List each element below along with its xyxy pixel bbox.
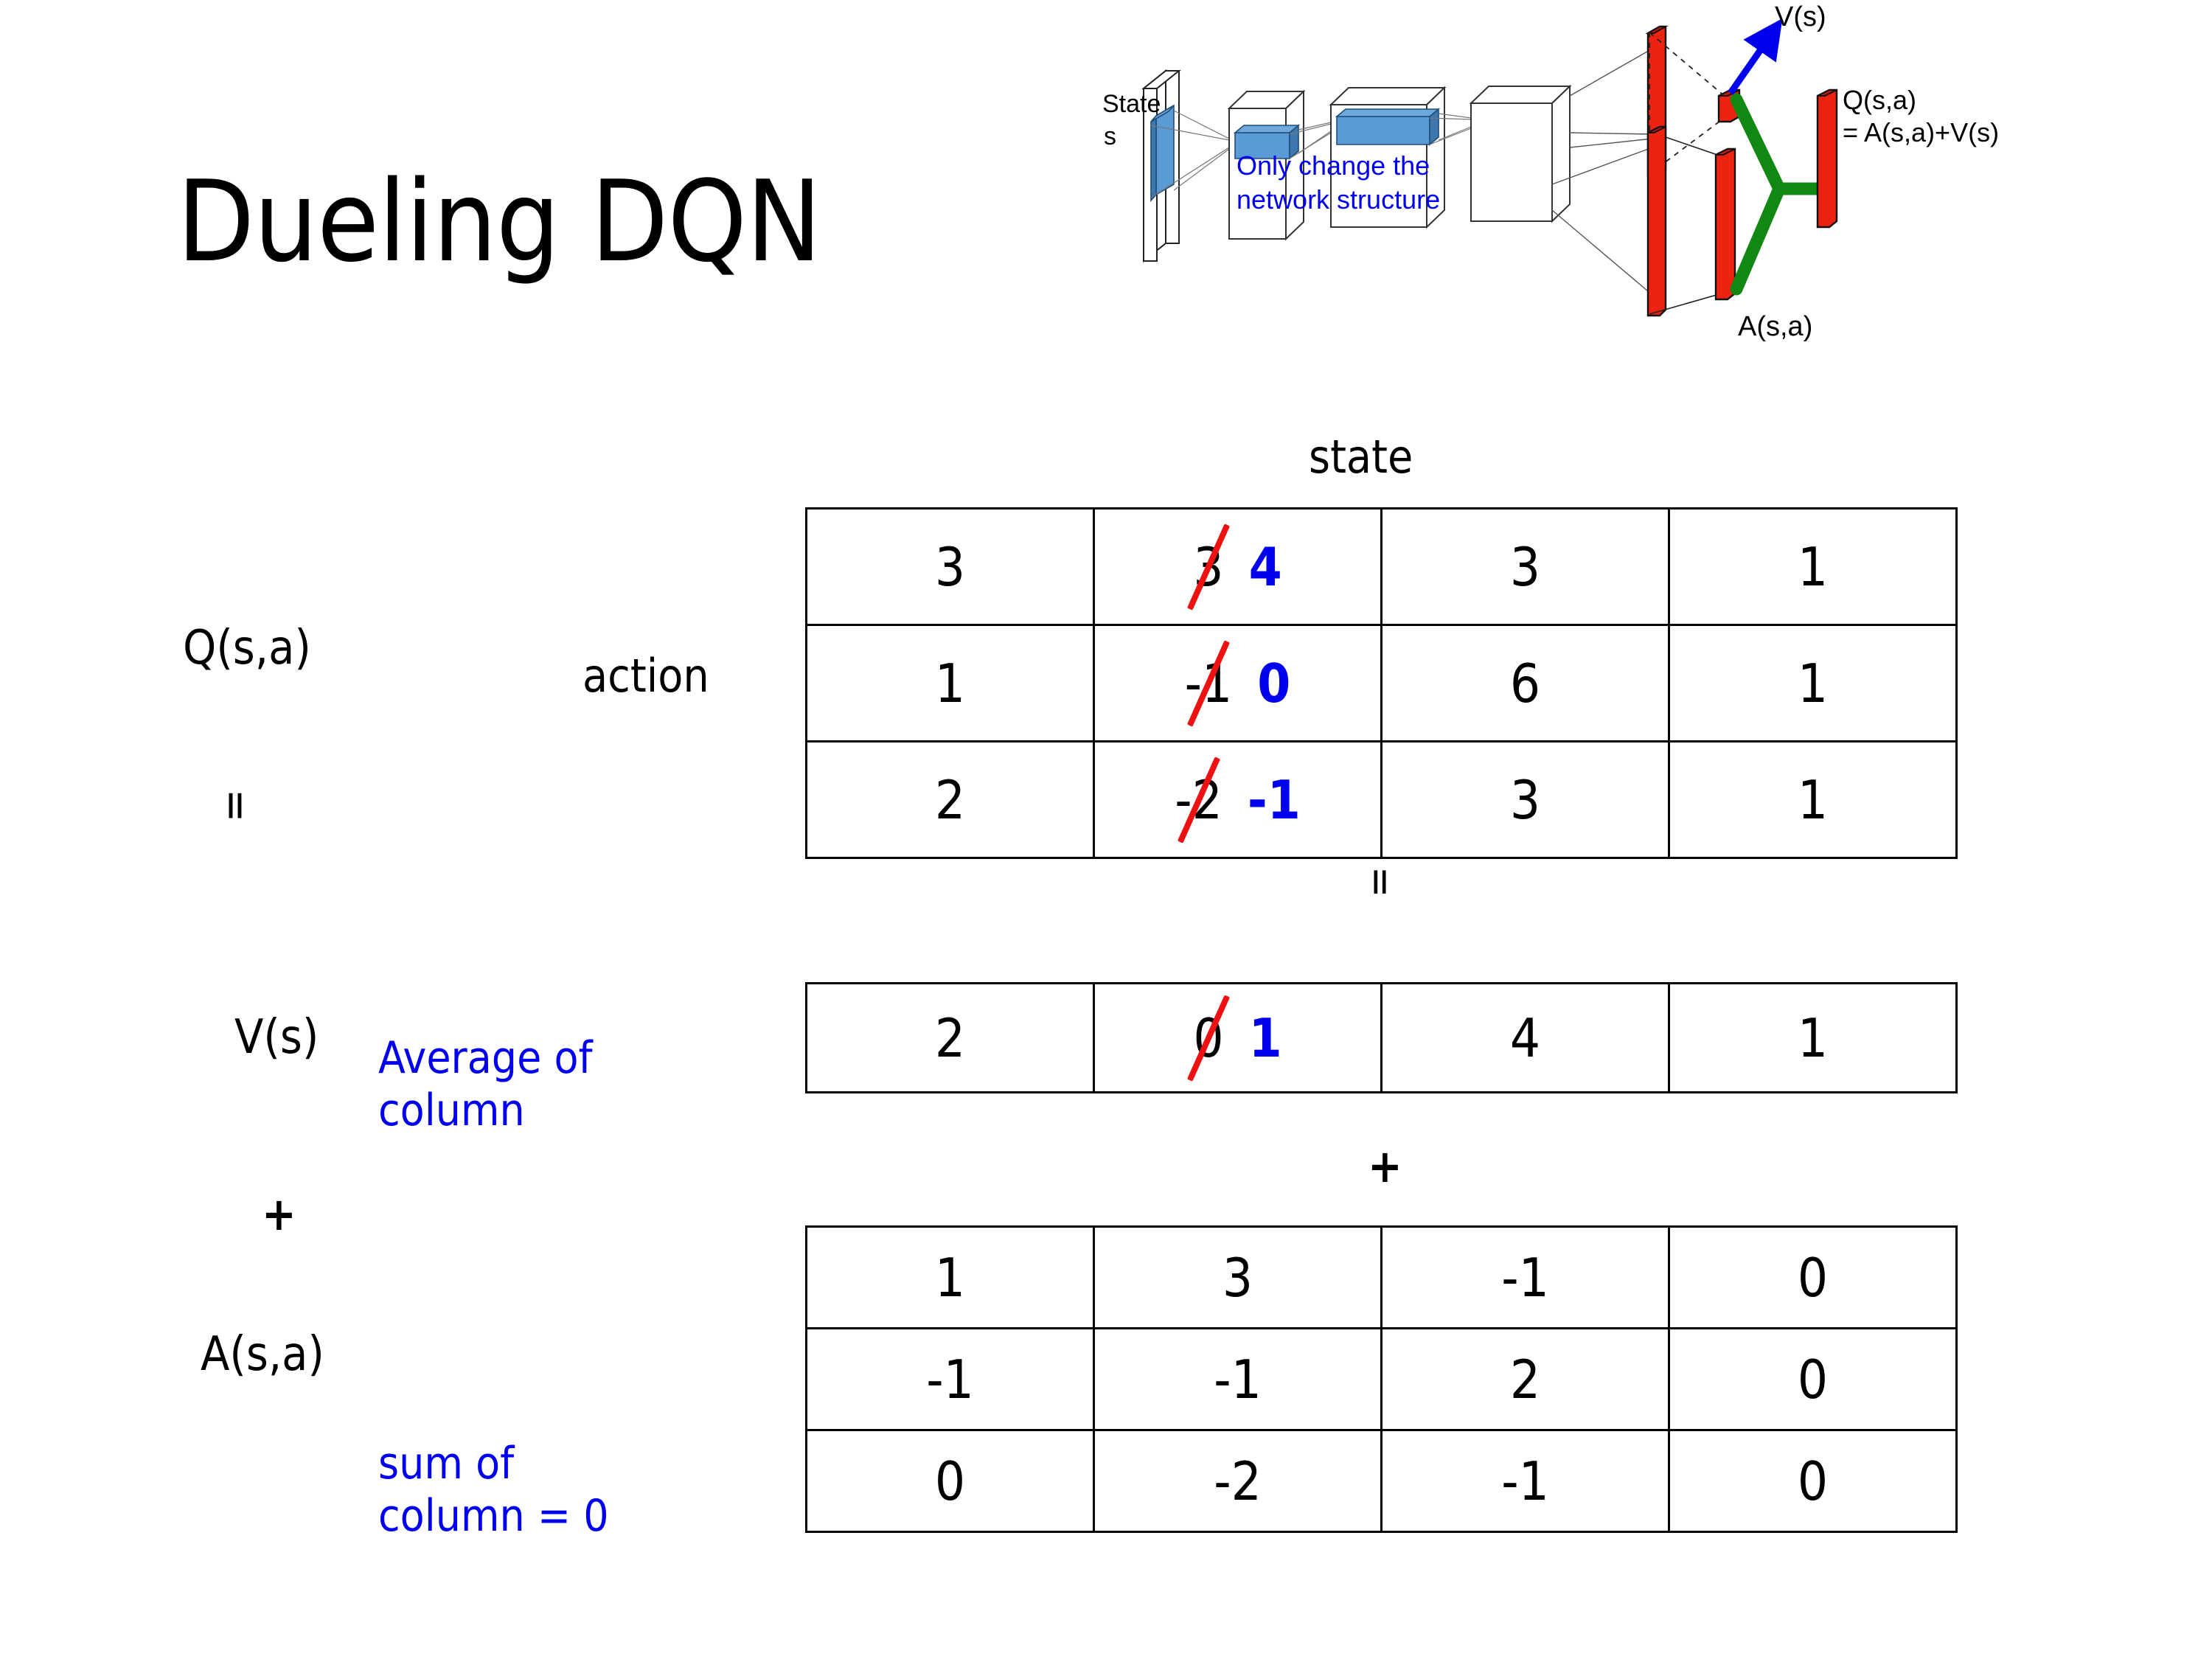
struck-value: -2 — [1175, 756, 1222, 844]
cell-value: 3 — [934, 535, 966, 598]
cell-value: 0 — [934, 1450, 966, 1512]
diagram-a-label: A(s,a) — [1738, 311, 1812, 342]
updated-value: 4 — [1248, 535, 1282, 598]
cell-value: 2 — [1509, 1348, 1541, 1411]
cell-value: -1 — [1501, 1246, 1549, 1309]
strikethrough-mark — [1186, 523, 1231, 611]
table-cell: 3 — [1380, 507, 1670, 626]
cell-value: 4 — [1509, 1006, 1541, 1069]
table-cell: 4 — [1380, 982, 1670, 1093]
sum-note-line2: column = 0 — [378, 1489, 609, 1542]
table-cell: 0 — [805, 1429, 1095, 1533]
equals-operator-left: = — [210, 789, 262, 823]
strikethrough-mark — [1177, 756, 1220, 844]
table-cell: 3 — [1093, 1225, 1382, 1329]
cell-value: 1 — [1797, 535, 1829, 598]
cell-value: 2 — [934, 768, 966, 831]
average-of-column-note: Average of column — [378, 1032, 732, 1137]
action-axis-label: action — [582, 649, 709, 703]
q-function-label: Q(s,a) — [183, 621, 311, 675]
table-cell: -2 -1 — [1093, 740, 1382, 859]
cell-value: 1 — [934, 1246, 966, 1309]
table-cell: 6 — [1380, 624, 1670, 742]
cell-value: 1 — [1797, 768, 1829, 831]
table-cell: 34 — [1093, 507, 1382, 626]
table-cell: -1 — [1093, 1327, 1382, 1431]
page-title: Dueling DQN — [177, 156, 821, 287]
cell-value: 3 — [1509, 535, 1541, 598]
cell-value: 0 — [1797, 1450, 1829, 1512]
strikethrough-mark — [1186, 994, 1231, 1082]
table-row: 33431 — [805, 507, 1958, 626]
table-row: 20141 — [805, 982, 1958, 1093]
cell-value: 6 — [1509, 652, 1541, 714]
equals-operator-center: = — [1357, 866, 1405, 898]
plus-operator-center: + — [1368, 1139, 1402, 1193]
table-cell: 1 — [1668, 507, 1958, 626]
table-cell: 3 — [805, 507, 1095, 626]
cell-value: 0 — [1797, 1348, 1829, 1411]
cell-value: 3 — [1222, 1246, 1253, 1309]
table-cell: -1 — [1380, 1225, 1670, 1329]
diagram-note-line2: network structure — [1237, 184, 1440, 215]
table-cell: -1 — [805, 1327, 1095, 1431]
cell-value: -2 — [1214, 1450, 1262, 1512]
table-cell: 0 — [1668, 1429, 1958, 1533]
v-value-table: 20141 — [805, 982, 1958, 1093]
table-cell: 01 — [1093, 982, 1382, 1093]
avg-note-line1: Average of — [378, 1032, 593, 1084]
a-function-label: A(s,a) — [201, 1327, 324, 1382]
diagram-q-label-line1: Q(s,a) — [1843, 85, 1916, 115]
diagram-state-label-line1: State — [1102, 90, 1161, 118]
table-cell: 2 — [805, 982, 1095, 1093]
state-axis-label: state — [1309, 430, 1413, 484]
table-cell: 0 — [1668, 1327, 1958, 1431]
diagram-v-label: V(s) — [1775, 1, 1826, 32]
avg-note-line2: column — [378, 1084, 525, 1136]
cell-value: 1 — [1797, 652, 1829, 714]
table-cell: 1 — [1668, 740, 1958, 859]
cell-value: 3 — [1509, 768, 1541, 831]
table-row: 2 -2 -1 3 1 — [805, 740, 1958, 859]
table-cell: 1 — [805, 1225, 1095, 1329]
cell-value: -1 — [1501, 1450, 1549, 1512]
cell-value: 0 — [1797, 1246, 1829, 1309]
cell-value: 2 — [934, 1006, 966, 1069]
updated-value: -1 — [1247, 768, 1301, 831]
table-row: 1 -1 0 6 1 — [805, 624, 1958, 742]
struck-value: -1 — [1185, 639, 1232, 727]
strikethrough-mark — [1186, 639, 1231, 727]
table-row: 0 -2 -1 0 — [805, 1429, 1958, 1533]
dueling-network-diagram: State s Only change the network structur… — [1102, 0, 2212, 413]
table-cell: 0 — [1668, 1225, 1958, 1329]
a-value-table: 1 3 -1 0 -1 -1 2 0 0 -2 -1 0 — [805, 1225, 1958, 1533]
struck-value: 3 — [1186, 523, 1231, 611]
sum-note-line1: sum of — [378, 1438, 515, 1489]
table-cell: -2 — [1093, 1429, 1382, 1533]
table-cell: -1 0 — [1093, 624, 1382, 742]
cell-value: -1 — [1214, 1348, 1262, 1411]
cell-value: -1 — [926, 1348, 974, 1411]
cell-value: 1 — [934, 652, 966, 714]
diagram-note-line1: Only change the — [1237, 150, 1430, 181]
updated-value: 0 — [1257, 652, 1291, 714]
sum-of-column-note: sum of column = 0 — [378, 1438, 762, 1543]
cell-value: 1 — [1797, 1006, 1829, 1069]
plus-operator-left: + — [262, 1187, 296, 1241]
table-cell: 1 — [1668, 982, 1958, 1093]
diagram-q-label-line2: = A(s,a)+V(s) — [1843, 117, 1999, 147]
table-cell: 2 — [805, 740, 1095, 859]
updated-value: 1 — [1248, 1006, 1282, 1069]
table-cell: 3 — [1380, 740, 1670, 859]
table-cell: -1 — [1380, 1429, 1670, 1533]
v-function-label: V(s) — [234, 1010, 319, 1065]
table-row: 1 3 -1 0 — [805, 1225, 1958, 1329]
table-cell: 2 — [1380, 1327, 1670, 1431]
table-cell: 1 — [805, 624, 1095, 742]
table-cell: 1 — [1668, 624, 1958, 742]
struck-value: 0 — [1186, 994, 1231, 1082]
table-row: -1 -1 2 0 — [805, 1327, 1958, 1431]
diagram-state-label-line2: s — [1104, 122, 1116, 150]
